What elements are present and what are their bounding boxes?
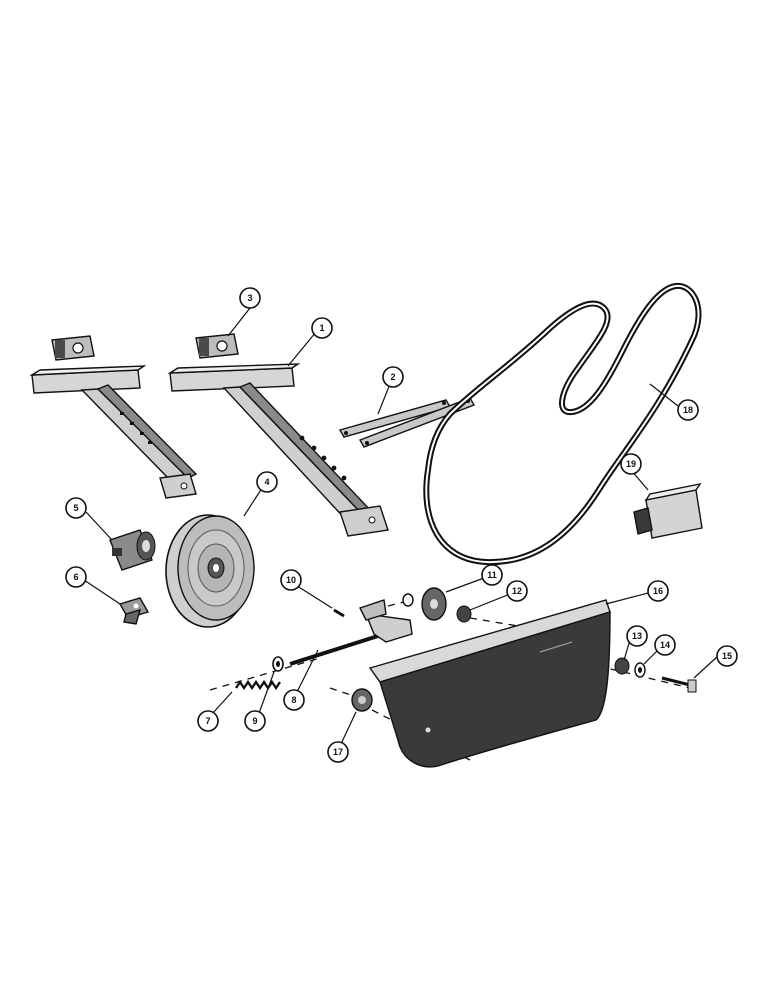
callout-4-label: 4: [264, 477, 269, 487]
callout-5-label: 5: [73, 503, 78, 513]
callout-14-label: 14: [660, 640, 670, 650]
part-3-block-left: [51, 335, 95, 361]
part-14-washer: [634, 662, 646, 678]
callout-8: 8: [283, 689, 305, 711]
assembly-line-shield: [469, 617, 531, 629]
callout-12-label: 12: [512, 586, 522, 596]
part-5-hub: [109, 529, 156, 571]
callout-10: 10: [280, 569, 302, 591]
callout-14: 14: [654, 634, 676, 656]
assembly-line-bolt-15: [597, 665, 691, 689]
callout-18-label: 18: [683, 405, 693, 415]
part-15-bolt: [661, 676, 697, 693]
callout-19-label: 19: [626, 459, 636, 469]
part-10-pin: [333, 608, 345, 618]
callout-18: 18: [677, 399, 699, 421]
callout-9: 9: [244, 710, 266, 732]
callout-4: 4: [256, 471, 278, 493]
callout-3-label: 3: [247, 293, 252, 303]
callout-12: 12: [506, 580, 528, 602]
part-7-spring: [235, 679, 281, 691]
callout-19: 19: [620, 453, 642, 475]
callout-17: 17: [327, 741, 349, 763]
part-17-nut: [351, 688, 373, 712]
bracket-arm-left: [29, 365, 198, 499]
callout-2: 2: [382, 366, 404, 388]
callout-15: 15: [716, 645, 738, 667]
callout-13-label: 13: [632, 631, 642, 641]
part-16-shield: [368, 599, 611, 768]
callout-5: 5: [65, 497, 87, 519]
callout-15-label: 15: [722, 651, 732, 661]
callout-11: 11: [481, 564, 503, 586]
assembly-line-washer-11: [387, 601, 405, 607]
callout-6: 6: [65, 566, 87, 588]
part-13-nut: [614, 657, 630, 675]
part-4-pulley: [165, 514, 255, 628]
assembly-line-nut-17: [329, 687, 355, 697]
callout-9-label: 9: [252, 716, 257, 726]
callout-17-label: 17: [333, 747, 343, 757]
callout-11-label: 11: [487, 570, 497, 580]
callout-3: 3: [239, 287, 261, 309]
part-19-block: [633, 482, 703, 539]
part-8-rod: [289, 599, 413, 666]
part-9-washer: [272, 656, 284, 672]
part-2-straps: [338, 397, 476, 448]
part-18-belt: [423, 282, 702, 566]
callout-2-label: 2: [390, 372, 395, 382]
callout-13: 13: [626, 625, 648, 647]
part-12-nut: [456, 605, 472, 623]
callout-1: 1: [311, 317, 333, 339]
callout-7-label: 7: [205, 716, 210, 726]
part-1-bracket-arm: [167, 363, 389, 537]
assembly-line-rod: [209, 657, 321, 691]
callout-7: 7: [197, 710, 219, 732]
callout-6-label: 6: [73, 572, 78, 582]
callout-1-label: 1: [319, 323, 324, 333]
leader-lines: [83, 307, 719, 747]
callout-10-label: 10: [286, 575, 296, 585]
part-11-sprocket: [402, 587, 447, 621]
callout-16: 16: [647, 580, 669, 602]
callout-16-label: 16: [653, 586, 663, 596]
part-3-block-right: [195, 333, 239, 359]
callout-8-label: 8: [291, 695, 296, 705]
part-6-clip: [118, 597, 150, 625]
